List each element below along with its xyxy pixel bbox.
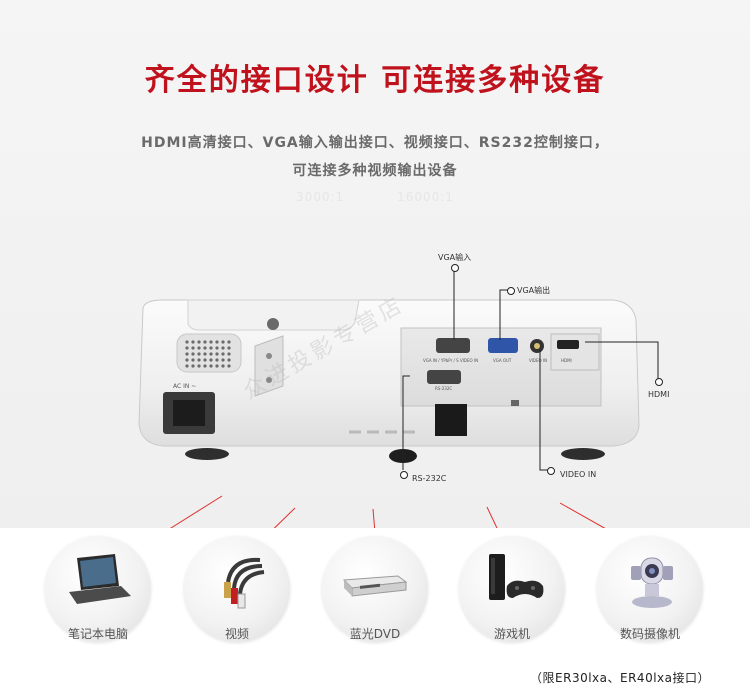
device-label-laptop: 笔记本电脑 bbox=[67, 627, 128, 641]
vga-out-marker bbox=[507, 287, 515, 295]
rs232-marker bbox=[400, 471, 408, 479]
subtitle-line-1: HDMI高清接口、VGA输入输出接口、视频接口、RS232控制接口， bbox=[141, 135, 609, 151]
panel-label-hdmi: HDMI bbox=[561, 358, 572, 363]
laptop-icon bbox=[69, 554, 131, 604]
page-title: 齐全的接口设计 可连接多种设备 bbox=[144, 63, 606, 98]
vga-out-label: VGA输出 bbox=[517, 286, 551, 295]
av-cable-icon bbox=[224, 557, 265, 609]
video-in-marker bbox=[547, 467, 555, 475]
vga-in-marker bbox=[451, 264, 459, 272]
device-label-bluray: 蓝光DVD bbox=[349, 627, 401, 641]
panel-label-vga-out: VGA OUT bbox=[493, 358, 512, 363]
game-console-icon bbox=[489, 554, 544, 600]
device-laptop: 笔记本电脑 bbox=[45, 536, 151, 642]
subtitle-line-2: 可连接多种视频输出设备 bbox=[292, 163, 458, 179]
device-label-video: 视频 bbox=[224, 627, 249, 641]
device-label-camcorder: 数码摄像机 bbox=[619, 627, 680, 641]
vga-in-label: VGA输入 bbox=[438, 253, 472, 262]
hdmi-label: HDMI bbox=[648, 390, 670, 399]
ghost-text-right: 16000:1 bbox=[397, 190, 454, 204]
device-console: 游戏机 bbox=[459, 536, 565, 642]
device-label-console: 游戏机 bbox=[493, 627, 530, 641]
device-camcorder: 数码摄像机 bbox=[597, 536, 703, 642]
panel-label-video-in: VIDEO IN bbox=[529, 358, 547, 363]
panel-label-rs232: RS-232C bbox=[435, 386, 452, 391]
projector-rear-illustration: VGA IN / YPbPr / S VIDEO IN VGA OUT VIDE… bbox=[138, 299, 640, 463]
faded-contrast-text: 3000:1 16000:1 bbox=[0, 190, 750, 204]
hdmi-marker bbox=[655, 378, 663, 386]
device-bluray: 蓝光DVD bbox=[322, 536, 428, 642]
video-in-label: VIDEO IN bbox=[560, 470, 597, 479]
callout-lines bbox=[402, 266, 659, 471]
rs232-label: RS-232C bbox=[412, 474, 447, 483]
ac-in-label: AC IN ~ bbox=[173, 383, 196, 390]
dvd-player-icon bbox=[342, 575, 408, 597]
panel-label-vga-in: VGA IN / YPbPr / S VIDEO IN bbox=[423, 358, 478, 363]
device-video: 视频 bbox=[184, 536, 290, 642]
ghost-text-left: 3000:1 bbox=[296, 190, 345, 204]
camcorder-icon bbox=[631, 557, 673, 608]
model-footnote: （限ER30lxa、ER40lxa接口） bbox=[530, 671, 710, 685]
